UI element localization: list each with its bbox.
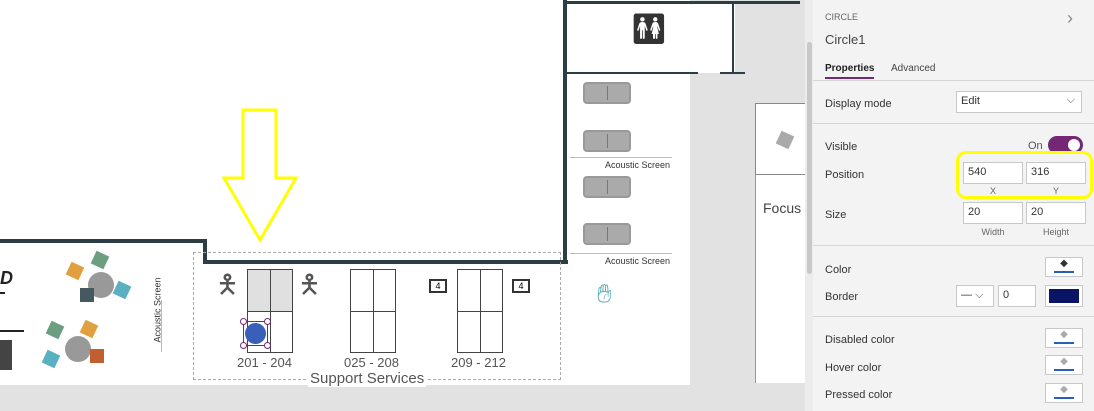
paint-bucket-icon: ◆ [1060, 356, 1068, 367]
chevron-down-icon: ⌵ [1066, 94, 1075, 106]
standing-desk-icon: 🯅 [298, 269, 321, 299]
round-table-icon [65, 336, 91, 362]
display-mode-value: Edit [961, 95, 980, 107]
border-style-value: — [961, 289, 972, 301]
selection-box[interactable] [240, 318, 271, 349]
control-name[interactable]: Circle1 [825, 32, 866, 47]
focus-booth-label: Focus Booth [763, 200, 805, 216]
control-type: CIRCLE [825, 12, 859, 22]
visible-label: Visible [825, 141, 858, 153]
tab-properties[interactable]: Properties [825, 63, 875, 79]
pressed-color-picker[interactable]: ◆ [1045, 383, 1083, 403]
paint-bucket-icon: ◆ [1060, 258, 1068, 269]
border-color-picker[interactable] [1045, 285, 1083, 307]
x-caption: X [989, 186, 996, 196]
sofa-icon [583, 130, 631, 152]
room-label: 209 - 212 [451, 355, 506, 370]
chevron-down-icon: ⌵ [975, 289, 984, 301]
restroom-icon: 🚻︎ [630, 13, 669, 46]
properties-panel: CIRCLE › Circle1 Properties Advanced Dis… [813, 0, 1094, 411]
room-label: 025 - 208 [344, 355, 399, 370]
hover-color-picker[interactable]: ◆ [1045, 355, 1083, 375]
acoustic-screen-label: Acoustic Screen [152, 277, 163, 343]
design-canvas[interactable]: Focus Booth 🚻︎ Acoustic Screen Acoustic … [0, 0, 805, 411]
sofa-icon [583, 176, 631, 198]
monitor-icon: 4 [512, 279, 530, 293]
display-mode-dropdown[interactable]: Edit ⌵ [956, 91, 1082, 113]
focus-booth [755, 103, 805, 383]
size-label: Size [825, 209, 847, 221]
visible-toggle[interactable] [1048, 136, 1083, 154]
pressed-color-label: Pressed color [825, 389, 893, 401]
height-input[interactable]: 20 [1026, 202, 1086, 224]
resize-handle[interactable] [264, 318, 271, 325]
standing-desk-icon: 🯅 [216, 269, 239, 299]
highlight-annotation [956, 151, 1093, 199]
partial-label: D [0, 268, 13, 288]
support-services-label: Support Services [308, 370, 427, 387]
height-caption: Height [1042, 227, 1069, 237]
y-caption: Y [1052, 186, 1059, 196]
position-y-input[interactable]: 316 [1026, 162, 1086, 184]
hover-color-label: Hover color [825, 362, 882, 374]
resize-handle[interactable] [264, 342, 271, 349]
room-label: 201 - 204 [237, 355, 292, 370]
acoustic-screen-label: Acoustic Screen [605, 160, 671, 170]
width-caption: Width [981, 227, 1005, 237]
paint-bucket-icon: ◆ [1060, 384, 1068, 395]
disabled-color-picker[interactable]: ◆ [1045, 328, 1083, 348]
paint-bucket-icon: ◆ [1060, 329, 1068, 340]
resize-handle[interactable] [240, 318, 247, 325]
down-arrow-annotation [221, 108, 299, 243]
panel-scrollbar[interactable] [805, 0, 813, 411]
monitor-icon: 4 [429, 279, 447, 293]
width-input[interactable]: 20 [963, 202, 1023, 224]
hand-wash-icon: ✋︎ [597, 278, 612, 308]
sofa-icon [583, 223, 631, 245]
tab-advanced[interactable]: Advanced [891, 63, 936, 74]
position-x-input[interactable]: 540 [963, 162, 1023, 184]
border-label: Border [825, 291, 859, 303]
display-mode-label: Display mode [825, 98, 892, 110]
restroom [565, 2, 735, 73]
position-label: Position [825, 169, 865, 181]
border-style-dropdown[interactable]: — ⌵ [956, 285, 994, 307]
desk-cluster [350, 269, 396, 353]
circle1[interactable] [245, 323, 266, 344]
desk-cluster [457, 269, 503, 353]
color-picker[interactable]: ◆ [1045, 257, 1083, 277]
color-label: Color [825, 264, 852, 276]
visible-state: On [1028, 140, 1043, 152]
chevron-right-icon[interactable]: › [1067, 8, 1073, 28]
acoustic-screen-label: Acoustic Screen [605, 256, 671, 266]
sofa-icon [583, 82, 631, 104]
wall [0, 239, 207, 243]
disabled-color-label: Disabled color [825, 334, 895, 346]
border-width-input[interactable]: 0 [998, 285, 1036, 307]
resize-handle[interactable] [240, 342, 247, 349]
